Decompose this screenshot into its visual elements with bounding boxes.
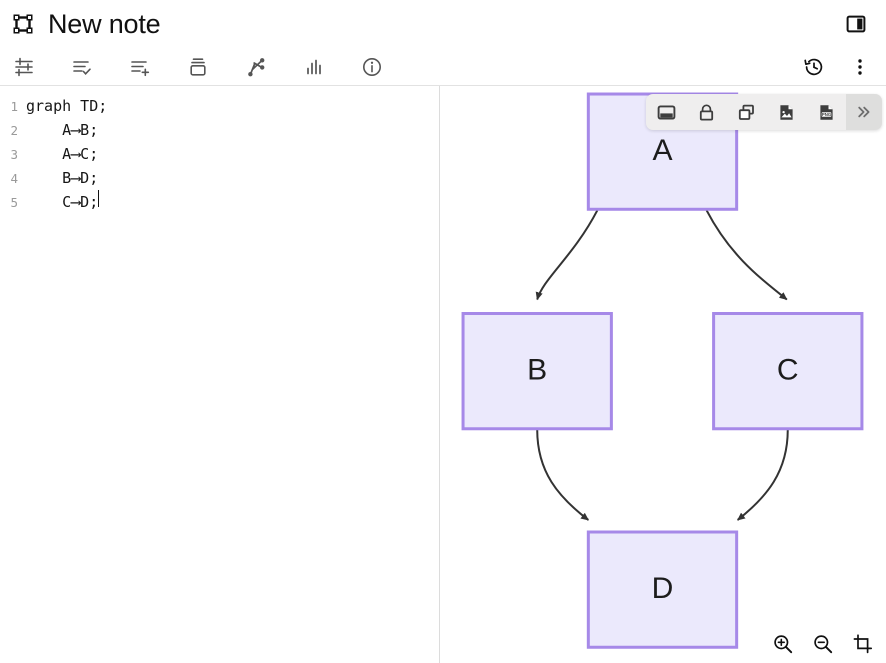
diagram-node-d[interactable]: D	[586, 530, 739, 649]
pane-window-icon[interactable]	[646, 94, 686, 130]
line-number: 3	[10, 147, 18, 162]
zoom-controls	[770, 631, 876, 657]
text-caret	[98, 190, 100, 207]
history-clock-icon[interactable]	[798, 52, 830, 82]
split-panel-icon[interactable]	[842, 10, 870, 38]
node-label-c: C	[777, 354, 799, 387]
zoom-out-icon[interactable]	[810, 631, 836, 657]
node-label-b: B	[527, 354, 547, 387]
line-text: graph TD;	[26, 97, 108, 115]
code-editor-pane[interactable]: 1 graph TD; 2 A⟶B; 3 A⟶C; 4 B⟶D;	[0, 86, 440, 663]
diagram-node-c[interactable]: C	[712, 312, 864, 431]
line-number: 1	[10, 99, 18, 114]
line-number: 5	[10, 195, 18, 210]
flowchart-canvas[interactable]: A B C D	[440, 86, 886, 663]
copy-duplicate-icon[interactable]	[726, 94, 766, 130]
selection-frame-icon	[8, 9, 38, 39]
export-svg-icon[interactable]	[766, 94, 806, 130]
edge-a-to-c	[705, 209, 788, 301]
title-bar: New note	[0, 0, 886, 48]
editor-toolbar	[0, 48, 886, 86]
node-label-d: D	[652, 572, 674, 605]
node-label-a: A	[652, 134, 672, 167]
edge-a-to-b	[535, 209, 599, 301]
code-line[interactable]: 2 A⟶B;	[0, 118, 439, 142]
mermaid-source[interactable]: 1 graph TD; 2 A⟶B; 3 A⟶C; 4 B⟶D;	[0, 86, 439, 214]
list-add-icon[interactable]	[124, 52, 156, 82]
diagram-floating-toolbar: PNG	[646, 94, 882, 130]
zoom-in-icon[interactable]	[770, 631, 796, 657]
diagram-preview-pane[interactable]: A B C D	[440, 86, 886, 663]
chevron-double-right-icon[interactable]	[846, 94, 882, 130]
fit-crop-icon[interactable]	[850, 631, 876, 657]
toolbar-right-group	[798, 52, 876, 82]
info-circle-icon[interactable]	[356, 52, 388, 82]
lock-icon[interactable]	[686, 94, 726, 130]
export-png-icon[interactable]: PNG	[806, 94, 846, 130]
code-line[interactable]: 3 A⟶C;	[0, 142, 439, 166]
bar-chart-icon[interactable]	[298, 52, 330, 82]
list-check-icon[interactable]	[66, 52, 98, 82]
diagram-node-b[interactable]: B	[461, 312, 613, 431]
edge-b-to-d	[536, 429, 589, 521]
graph-branch-icon[interactable]	[240, 52, 272, 82]
line-text: A⟶B;	[26, 121, 99, 139]
edge-c-to-d	[737, 429, 789, 521]
more-vertical-icon[interactable]	[844, 52, 876, 82]
content-split: 1 graph TD; 2 A⟶B; 3 A⟶C; 4 B⟶D;	[0, 86, 886, 663]
sliders-settings-icon[interactable]	[8, 52, 40, 82]
stack-card-icon[interactable]	[182, 52, 214, 82]
line-text: B⟶D;	[26, 169, 99, 187]
code-line[interactable]: 5 C⟶D;	[0, 190, 439, 214]
svg-text:PNG: PNG	[821, 111, 831, 116]
code-line[interactable]: 1 graph TD;	[0, 94, 439, 118]
line-text: A⟶C;	[26, 145, 99, 163]
page-title[interactable]: New note	[48, 9, 161, 39]
line-number: 4	[10, 171, 18, 186]
line-number: 2	[10, 123, 18, 138]
line-text: C⟶D;	[26, 193, 99, 211]
code-line[interactable]: 4 B⟶D;	[0, 166, 439, 190]
